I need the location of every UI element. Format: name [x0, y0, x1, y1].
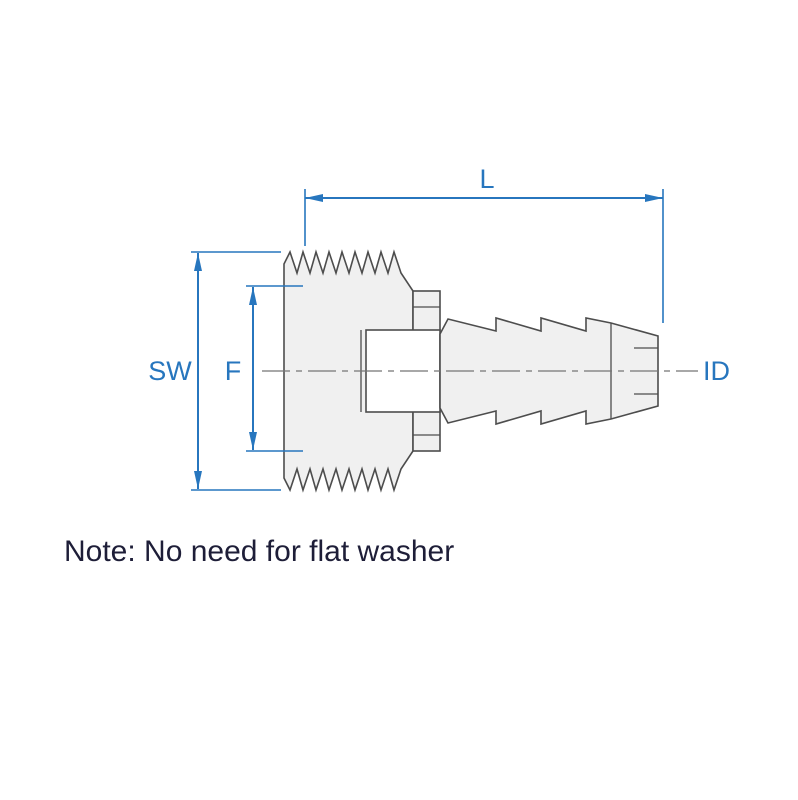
dimension-group [191, 189, 664, 491]
dimension-label-thread: F [225, 356, 242, 386]
dimension-label-inner-diameter: ID [703, 356, 730, 386]
note-text: Note: No need for flat washer [64, 535, 454, 568]
dimension-label-length: L [479, 164, 494, 194]
dimension-label-wrench: SW [148, 356, 192, 386]
